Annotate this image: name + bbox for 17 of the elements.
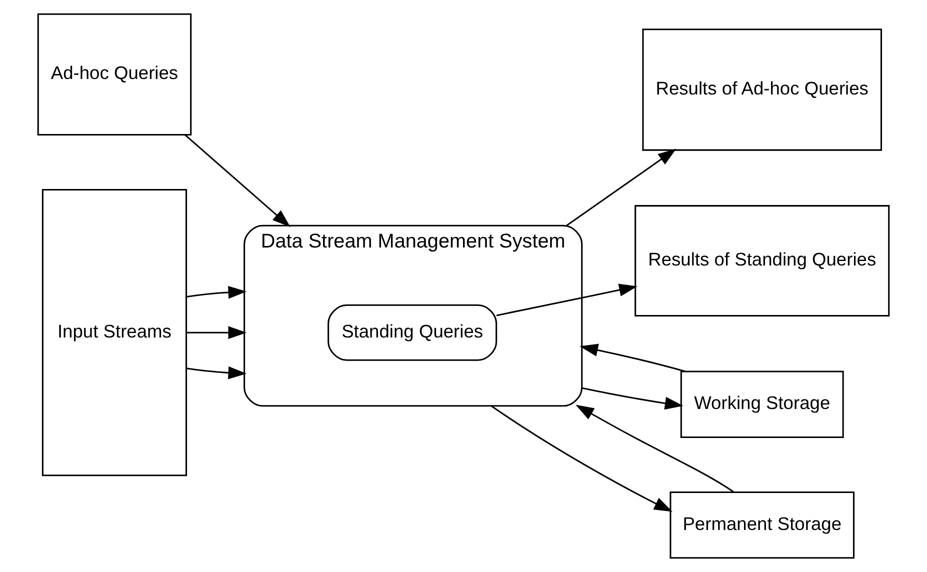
arrow <box>582 387 684 410</box>
node-box: Ad-hoc Queries <box>37 13 192 136</box>
arrow <box>186 286 247 299</box>
arrow <box>566 148 676 226</box>
node-box: Permanent Storage <box>670 491 855 559</box>
arrow <box>186 366 247 380</box>
node-box: Results of Standing Queries <box>634 205 890 317</box>
arrow <box>186 326 247 339</box>
node-box: Working Storage <box>680 370 844 438</box>
node-box: Standing Queries <box>328 304 498 361</box>
arrow <box>184 134 290 228</box>
node-box: Results of Ad-hoc Queries <box>642 28 882 151</box>
arrow <box>490 405 672 512</box>
arrow <box>576 404 734 493</box>
node-box: Input Streams <box>42 189 188 476</box>
arrow <box>496 284 638 316</box>
arrow <box>580 344 686 372</box>
